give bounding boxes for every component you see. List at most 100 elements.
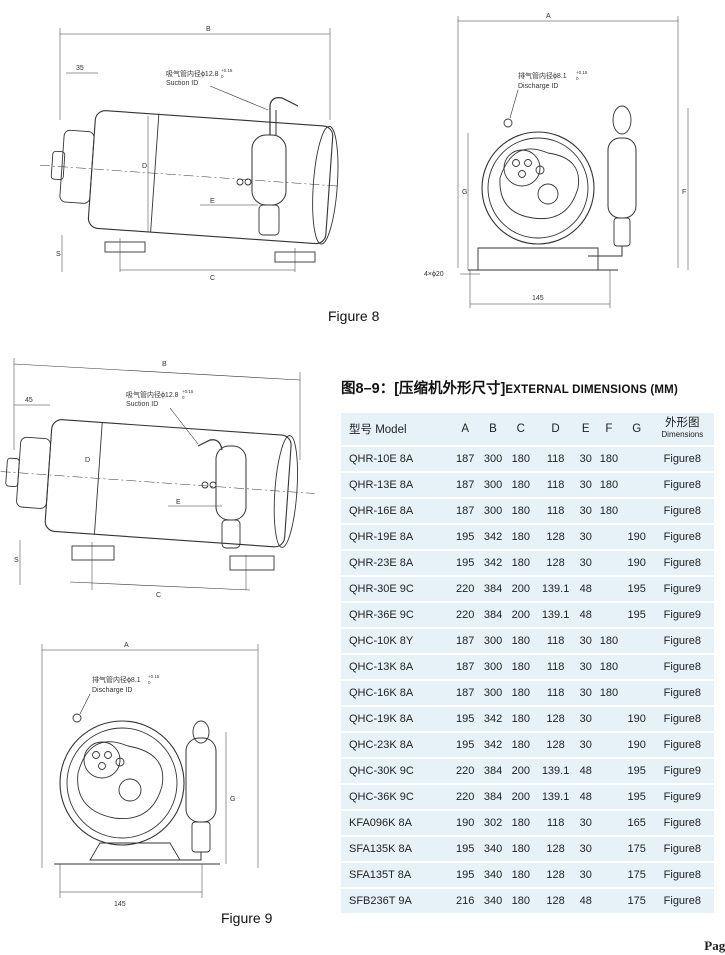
cell-e: 30 [576,837,595,861]
suction-cn-label: 吸气管内径ϕ12.8 [166,69,219,78]
cell-b: 300 [479,499,507,523]
cell-c: 180 [506,655,535,679]
cell-outline: Figure8 [650,811,714,835]
cell-a: 195 [451,863,480,887]
cell-e: 48 [576,785,595,809]
cell-model: QHC-19K 8A [341,707,452,731]
cell-b: 300 [479,629,507,653]
fig9-discharge-en-label: Discharge ID [92,687,132,694]
cell-g [622,629,651,653]
cell-f [594,811,623,835]
cell-model: QHR-36E 9C [341,603,452,627]
suction-tol-label: +0.15 [221,68,233,73]
cell-d: 128 [534,863,577,887]
cell-f: 180 [594,447,623,471]
cell-g: 175 [622,889,651,913]
cell-a: 216 [451,889,480,913]
figure8-caption: Figure 8 [328,308,380,324]
header-outline-cn: 外形图 [665,417,700,429]
cell-model: SFA135T 8A [341,863,452,887]
cell-a: 187 [451,629,480,653]
cell-g: 190 [622,733,651,757]
cell-d: 118 [534,499,577,523]
cell-g: 195 [622,603,651,627]
fig9-dim-45-label: 45 [25,397,33,404]
cell-d: 118 [534,681,577,705]
cell-outline: Figure8 [650,707,714,731]
fig9-suction-tol-label: +0.15 [182,389,194,394]
cell-e: 48 [576,889,595,913]
cell-model: SFB236T 9A [341,889,452,913]
cell-outline: Figure8 [650,655,714,679]
cell-a: 187 [451,655,480,679]
cell-model: QHR-13E 8A [341,473,452,497]
cell-b: 342 [479,525,507,549]
suction-tol2-label: 0 [221,74,224,79]
fig9-dim-a-label: A [124,642,129,649]
cell-a: 187 [451,473,480,497]
cell-f [594,785,623,809]
cell-model: QHC-36K 9C [341,785,452,809]
cell-c: 180 [506,473,535,497]
cell-c: 200 [506,785,535,809]
header-d: D [534,413,577,445]
dim-a-label: A [546,13,551,20]
cell-d: 118 [534,629,577,653]
cell-e: 30 [576,473,595,497]
cell-f [594,525,623,549]
figure9-front-view: A 排气管内径ϕ8.1 +0.15 0 Discharge ID G 145 [30,638,270,913]
cell-g [622,681,651,705]
cell-d: 139.1 [534,759,577,783]
cell-e: 30 [576,733,595,757]
cell-g [622,499,651,523]
cell-e: 30 [576,863,595,887]
cell-a: 195 [451,707,480,731]
fig9-suction-en-label: Suction ID [126,401,158,408]
cell-a: 195 [451,837,480,861]
cell-f: 180 [594,499,623,523]
cell-e: 48 [576,577,595,601]
cell-outline: Figure8 [650,681,714,705]
cell-b: 300 [479,473,507,497]
cell-d: 118 [534,473,577,497]
cell-e: 30 [576,499,595,523]
cell-b: 342 [479,733,507,757]
cell-model: QHR-23E 8A [341,551,452,575]
cell-c: 180 [506,681,535,705]
cell-e: 48 [576,759,595,783]
cell-b: 300 [479,655,507,679]
cell-e: 30 [576,811,595,835]
cell-model: QHC-13K 8A [341,655,452,679]
cell-e: 48 [576,603,595,627]
cell-f [594,863,623,887]
cell-g: 195 [622,759,651,783]
cell-a: 187 [451,447,480,471]
header-c: C [506,413,535,445]
cell-b: 340 [479,889,507,913]
cell-f [594,577,623,601]
fig9-discharge-tol-label: +0.15 [148,674,160,679]
cell-c: 180 [506,863,535,887]
cell-b: 384 [479,603,507,627]
cell-b: 384 [479,785,507,809]
cell-a: 220 [451,577,480,601]
cell-d: 128 [534,707,577,731]
dim-g-label: G [462,189,467,196]
cell-c: 180 [506,447,535,471]
discharge-tol2-label: 0 [576,76,579,81]
dim-145-label: 145 [532,295,544,302]
cell-d: 139.1 [534,603,577,627]
dim-35-label: 35 [76,65,84,72]
cell-f [594,551,623,575]
cell-g [622,655,651,679]
dim-f-label: F [682,189,686,196]
fig9-suction-cn-label: 吸气管内径ϕ12.8 [126,390,179,399]
